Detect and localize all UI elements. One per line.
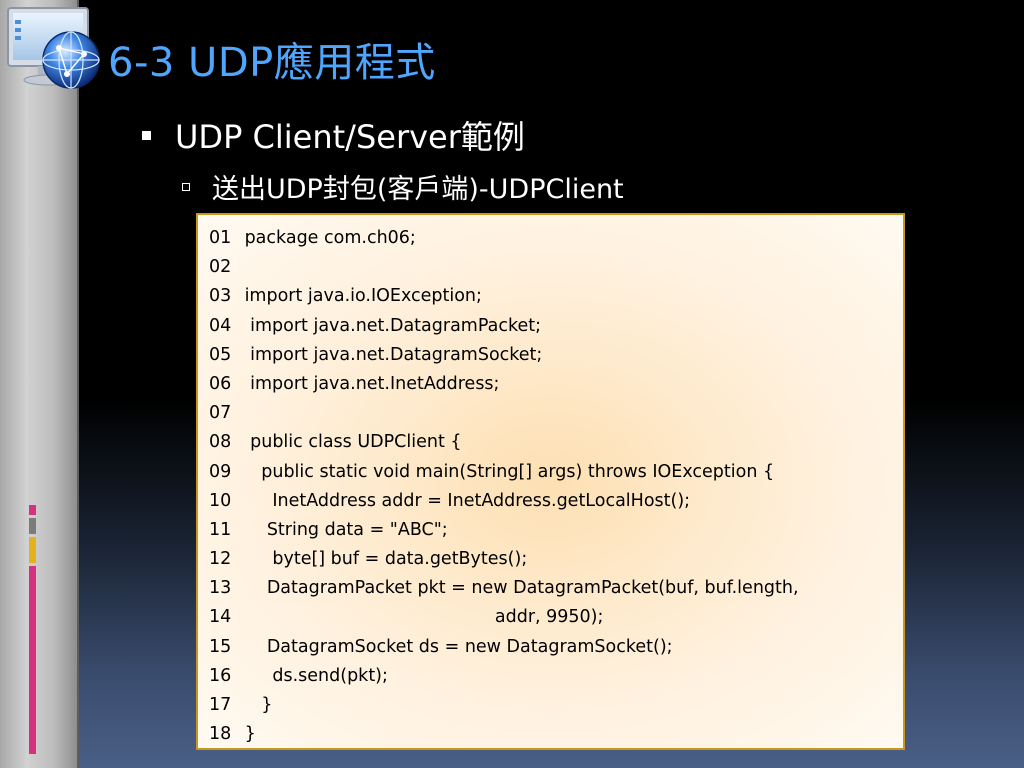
code-line: 11 String data = "ABC"; <box>209 516 903 545</box>
code-line: 10 InetAddress addr = InetAddress.getLoc… <box>209 487 903 516</box>
line-number: 09 <box>209 461 232 482</box>
code-line: 02 <box>209 253 903 282</box>
left-bar-edge <box>77 0 79 768</box>
line-number: 06 <box>209 373 232 394</box>
code-line: 09 public static void main(String[] args… <box>209 458 903 487</box>
line-number: 04 <box>209 315 232 336</box>
code-line: 06 import java.net.InetAddress; <box>209 370 903 399</box>
line-number: 11 <box>209 519 232 540</box>
code-text: } <box>239 695 273 715</box>
code-line: 15 DatagramSocket ds = new DatagramSocke… <box>209 633 903 662</box>
line-number: 01 <box>209 228 232 248</box>
globe-monitor-icon <box>7 7 100 89</box>
bullet-level-2: 送出UDP封包(客戶端)-UDPClient <box>182 167 624 206</box>
code-line: 16 ds.send(pkt); <box>209 662 903 691</box>
code-text: } <box>239 724 256 745</box>
code-text: byte[] buf = data.getBytes(); <box>239 549 528 570</box>
bullet-level-1: UDP Client/Server範例 <box>142 112 525 158</box>
square-bullet-icon <box>142 130 151 140</box>
code-text: package com.ch06; <box>239 228 416 248</box>
code-line: 13 DatagramPacket pkt = new DatagramPack… <box>209 574 903 603</box>
code-line: 08 public class UDPClient { <box>209 428 903 457</box>
left-decorative-bar <box>0 0 77 768</box>
line-number: 16 <box>209 665 232 686</box>
line-number: 03 <box>209 286 232 307</box>
code-line: 03 import java.io.IOException; <box>209 282 903 311</box>
line-number: 02 <box>209 257 232 278</box>
code-text: import java.net.InetAddress; <box>239 373 500 394</box>
accent-bar-pink <box>29 566 36 754</box>
code-text: addr, 9950); <box>239 607 604 628</box>
code-text: public static void main(String[] args) t… <box>239 461 775 482</box>
line-number: 07 <box>209 403 232 424</box>
code-text: public class UDPClient { <box>239 432 462 453</box>
line-number: 18 <box>209 724 232 745</box>
bullet-level-1-text: UDP Client/Server範例 <box>175 118 525 156</box>
accent-bar-pink-top <box>29 505 36 515</box>
line-number: 17 <box>209 695 232 715</box>
code-line: 18 } <box>209 720 903 749</box>
code-text: DatagramPacket pkt = new DatagramPacket(… <box>239 578 799 599</box>
code-line: 14 addr, 9950); <box>209 603 903 632</box>
code-text: InetAddress addr = InetAddress.getLocalH… <box>239 490 691 511</box>
line-number: 15 <box>209 636 232 657</box>
hollow-square-bullet-icon <box>182 182 190 191</box>
code-line: 01 package com.ch06; <box>209 224 903 253</box>
code-line: 05 import java.net.DatagramSocket; <box>209 341 903 370</box>
code-line: 07 <box>209 399 903 428</box>
line-number: 05 <box>209 344 232 365</box>
code-text: DatagramSocket ds = new DatagramSocket()… <box>239 636 673 657</box>
bullet-level-2-text: 送出UDP封包(客戶端)-UDPClient <box>212 174 624 205</box>
code-listing: 01 package com.ch06; 02 03 import java.i… <box>196 213 905 750</box>
slide-title: 6-3 UDP應用程式 <box>108 40 436 86</box>
code-text: ds.send(pkt); <box>239 665 388 686</box>
code-text: import java.net.DatagramSocket; <box>239 344 543 365</box>
accent-bar-gray <box>29 518 36 534</box>
code-line: 12 byte[] buf = data.getBytes(); <box>209 545 903 574</box>
line-number: 08 <box>209 432 232 453</box>
code-text: import java.net.DatagramPacket; <box>239 315 541 336</box>
line-number: 12 <box>209 549 232 570</box>
code-text: import java.io.IOException; <box>239 286 482 307</box>
code-text: String data = "ABC"; <box>239 519 448 540</box>
line-number: 13 <box>209 578 232 599</box>
accent-bar-gold <box>29 537 36 563</box>
code-line: 17 } <box>209 691 903 720</box>
code-line: 04 import java.net.DatagramPacket; <box>209 312 903 341</box>
line-number: 10 <box>209 490 232 511</box>
line-number: 14 <box>209 607 232 628</box>
